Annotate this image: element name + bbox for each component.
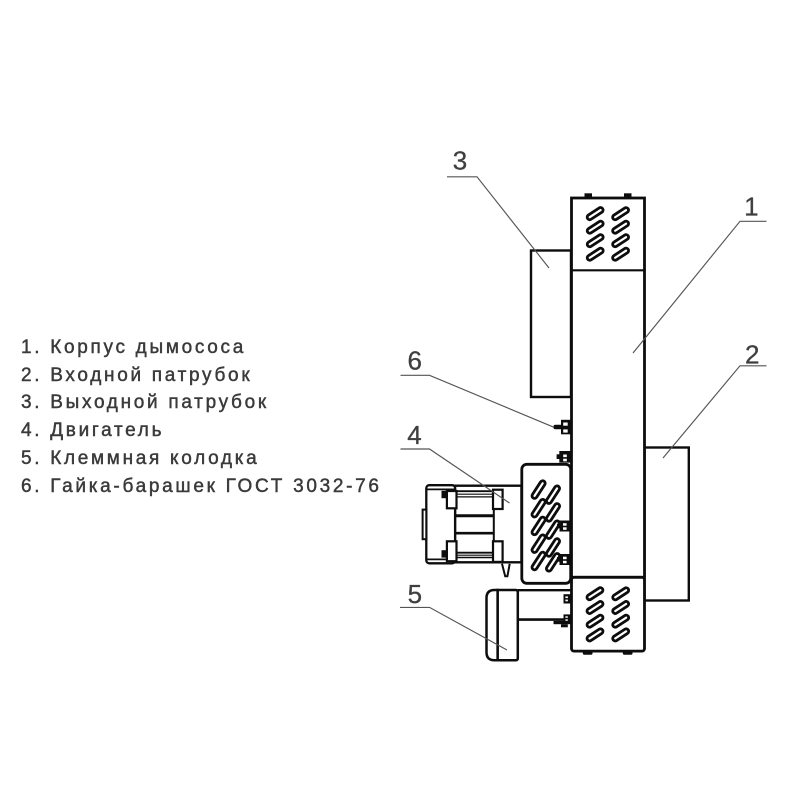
svg-text:1: 1 — [744, 192, 758, 222]
svg-text:3: 3 — [453, 146, 467, 176]
svg-text:2: 2 — [745, 340, 759, 370]
svg-text:4: 4 — [407, 420, 421, 450]
svg-text:6: 6 — [407, 345, 421, 375]
svg-text:5: 5 — [408, 579, 422, 609]
